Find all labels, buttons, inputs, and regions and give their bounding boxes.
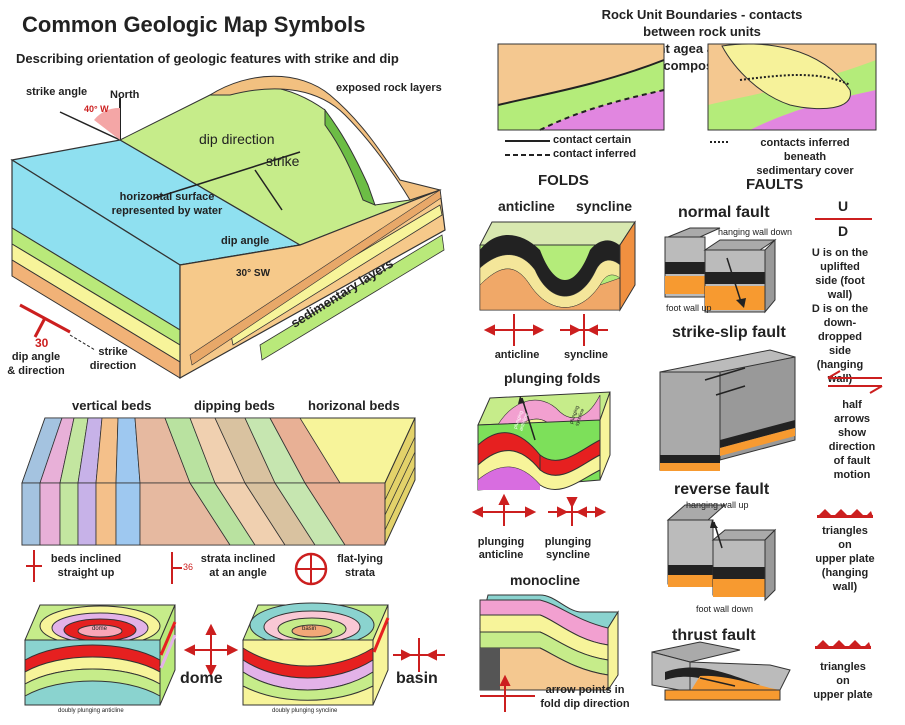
dome-label: dome [180,670,223,687]
contacts-header: Rock Unit Boundaries - contacts between … [601,7,803,73]
u-label: U [838,198,849,214]
anticline-symbol-label: anticline [494,349,540,361]
flat-lying-label: flat-lying strata [337,553,383,579]
arrow-points-label: arrow points in fold dip direction [540,684,630,710]
thrust-desc: triangles on upper plate [813,661,873,701]
strata-36-label: 36 [183,562,194,572]
hanging-wall-up-label: hanging wall up [686,500,749,510]
exposed-layers-label: exposed rock layers [336,82,442,94]
basin-caption: doubly plunging syncline [272,708,338,714]
strike-label: strike [266,153,300,169]
half-arrows-label: half arrows show direction of fault moti… [828,399,876,481]
contact-certain-label: contact certain [553,134,632,146]
folds-header: FOLDS [538,172,589,189]
reverse-fault-title: reverse fault [674,481,770,498]
foot-wall-up-label: foot wall up [666,303,712,313]
dome-inner-label: dome [92,626,108,632]
dip-angle-direction-label: dip angle & direction [7,351,65,377]
strike-angle-label: strike angle [26,86,88,98]
plunging-syncline-label: plunging syncline [544,536,592,561]
anticline-title: anticline [498,198,555,214]
basin-inner-label: basin [302,626,317,632]
dipping-beds-label: dipping beds [194,398,275,413]
strike-direction-label: strike direction [89,346,137,372]
contact-inferred-label: contact inferred [553,148,637,160]
plunging-anticline-label: plunging anticline [477,536,525,561]
horizontal-beds-label: horizonal beds [308,398,400,413]
normal-fault-title: normal fault [678,204,770,221]
normal-desc: U is on the uplifted side (foot wall) D … [811,247,869,385]
page-title: Common Geologic Map Symbols [22,12,366,37]
horizontal-surface-label: horizontal surface represented by water [111,191,223,217]
d-label: D [838,223,849,239]
thrust-fault-title: thrust fault [672,627,756,644]
hanging-wall-down-label: hanging wall down [718,227,793,237]
dip-angle-label: dip angle [221,235,270,247]
plunging-anticline-inner: plunging anticline [512,410,531,432]
contacts-beneath-label: contacts inferred beneath sedimentary co… [756,137,854,177]
dome-caption: doubly plunging anticline [58,708,124,714]
plunging-folds-title: plunging folds [504,370,601,386]
plunging-syncline-inner: plunging syncline [568,405,587,427]
sedimentary-layers-label: sedimentary layers [288,255,396,331]
angle-30-label: 30° SW [236,268,271,279]
syncline-symbol-label: syncline [563,349,609,361]
angle-40-label: 40° W [84,104,109,114]
dip-30-symbol-label: 30 [35,336,49,350]
basin-label: basin [396,670,438,687]
strike-slip-title: strike-slip fault [672,324,786,341]
syncline-title: syncline [576,198,633,214]
dip-direction-label: dip direction [199,131,275,147]
monocline-title: monocline [510,572,581,588]
foot-wall-down-label: foot wall down [696,604,754,614]
page-subtitle: Describing orientation of geologic featu… [16,51,399,66]
strata-angle-label: strata inclined at an angle [200,553,276,579]
north-label: North [110,89,140,101]
faults-header: FAULTS [746,176,804,193]
reverse-desc: triangles on upper plate (hanging wall) [815,525,875,593]
vertical-beds-label: vertical beds [72,398,152,413]
beds-inclined-up-label: beds inclined straight up [50,553,122,579]
